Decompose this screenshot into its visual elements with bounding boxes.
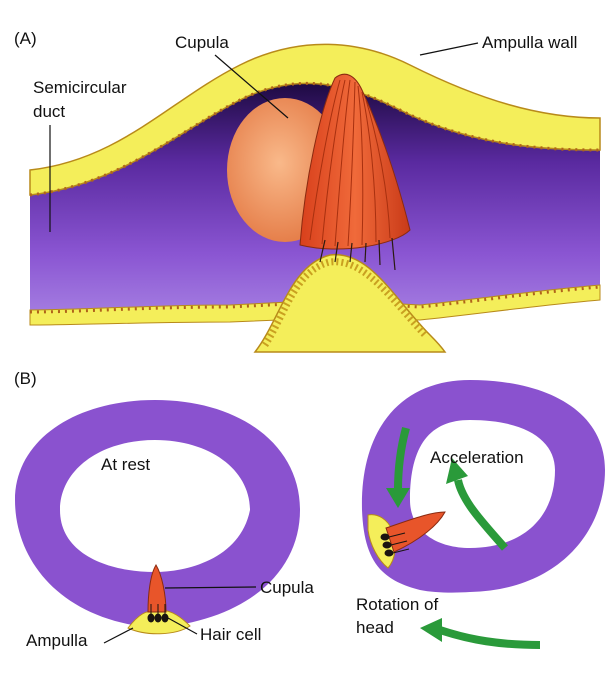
cupula-striations xyxy=(309,79,391,247)
arrow-rotation-head xyxy=(420,618,442,642)
cupula-leader-a xyxy=(214,54,289,119)
hair-cells-accel xyxy=(380,532,410,557)
hair-cell-leader xyxy=(167,617,198,635)
ampulla-wall-label: Ampulla wall xyxy=(482,33,577,52)
panel-a: (A) Cupula Ampulla wall Semicircular duc… xyxy=(14,29,601,353)
arrow-acceleration-head xyxy=(446,458,468,484)
cupula-deflected xyxy=(385,511,446,553)
ampulla-label: Ampulla xyxy=(26,631,88,650)
duct-ring-accel xyxy=(361,380,605,593)
hair-cells-rest xyxy=(147,604,169,623)
hair-cell-label: Hair cell xyxy=(200,625,261,644)
arrow-rotation xyxy=(438,626,541,649)
hair-bundles-a xyxy=(319,237,396,271)
rotation-label-line1: Rotation of xyxy=(356,595,438,614)
crista-cells xyxy=(262,258,428,347)
cupula-rest xyxy=(147,564,167,613)
rotation-label-line2: head xyxy=(356,618,394,637)
acceleration-label: Acceleration xyxy=(430,448,524,467)
arrow-duct-flow-head xyxy=(386,488,410,508)
cupula-label-b: Cupula xyxy=(260,578,314,597)
panel-a-letter: (A) xyxy=(14,29,37,48)
duct-ring-rest xyxy=(15,400,300,628)
semicircular-label-line2: duct xyxy=(33,102,65,121)
cupula-leader-b xyxy=(164,586,257,589)
cupula-a xyxy=(299,73,411,250)
arrow-acceleration xyxy=(454,479,508,551)
cupula-label-a: Cupula xyxy=(175,33,229,52)
ampulla-leader xyxy=(103,627,134,644)
arrow-duct-flow xyxy=(394,426,410,491)
ampulla-wall-upper xyxy=(29,43,601,196)
panel-b-right: Acceleration Rotation of head xyxy=(356,380,605,649)
at-rest-label: At rest xyxy=(101,455,150,474)
panel-b-letter: (B) xyxy=(14,369,37,388)
ampulla-wall-leader xyxy=(419,42,479,56)
panel-b-left: At rest Cupula Hair cell Ampulla xyxy=(15,400,314,650)
semicircular-label-line1: Semicircular xyxy=(33,78,127,97)
